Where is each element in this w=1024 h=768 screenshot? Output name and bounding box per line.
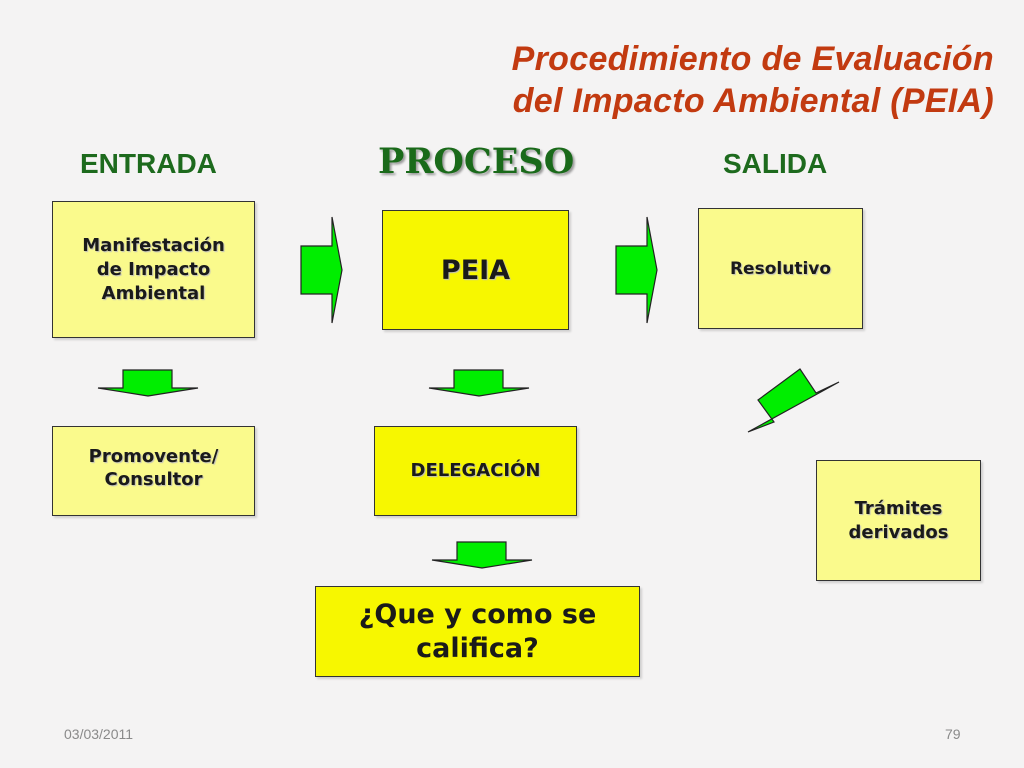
footer-date: 03/03/2011 bbox=[64, 726, 134, 742]
box-peia-label: PEIA bbox=[440, 254, 511, 286]
down-arrow-icon bbox=[97, 369, 199, 397]
box-califica: ¿Que y como se califica? bbox=[315, 586, 640, 677]
slide-title-line-2: del Impacto Ambiental (PEIA) bbox=[512, 82, 994, 120]
column-heading-entrada: ENTRADA bbox=[80, 148, 217, 179]
column-heading-salida: SALIDA bbox=[723, 148, 828, 179]
down-arrow-icon bbox=[428, 369, 530, 397]
slide-title: Procedimiento de Evaluación del Impacto … bbox=[512, 38, 994, 122]
right-arrow-icon bbox=[300, 216, 343, 324]
box-manifestacion: Manifestación de Impacto Ambiental bbox=[52, 201, 255, 338]
box-manifestacion-label: Manifestación de Impacto Ambiental bbox=[82, 234, 225, 304]
footer-page-number: 79 bbox=[945, 726, 961, 742]
box-peia: PEIA bbox=[382, 210, 569, 330]
down-arrow-icon bbox=[431, 541, 533, 569]
column-heading-proceso: PROCESO bbox=[378, 141, 575, 182]
box-tramites: Trámites derivados bbox=[816, 460, 981, 581]
box-tramites-label: Trámites derivados bbox=[848, 497, 949, 543]
box-califica-label: ¿Que y como se califica? bbox=[358, 598, 597, 664]
box-delegacion-label: DELEGACIÓN bbox=[410, 460, 541, 481]
box-resolutivo: Resolutivo bbox=[698, 208, 863, 329]
diagonal-arrow-icon bbox=[747, 368, 840, 433]
right-arrow-icon bbox=[615, 216, 658, 324]
box-resolutivo-label: Resolutivo bbox=[729, 258, 832, 279]
box-delegacion: DELEGACIÓN bbox=[374, 426, 577, 516]
box-promovente: Promovente/ Consultor bbox=[52, 426, 255, 516]
box-promovente-label: Promovente/ Consultor bbox=[88, 446, 219, 490]
slide-title-line-1: Procedimiento de Evaluación bbox=[511, 40, 994, 78]
